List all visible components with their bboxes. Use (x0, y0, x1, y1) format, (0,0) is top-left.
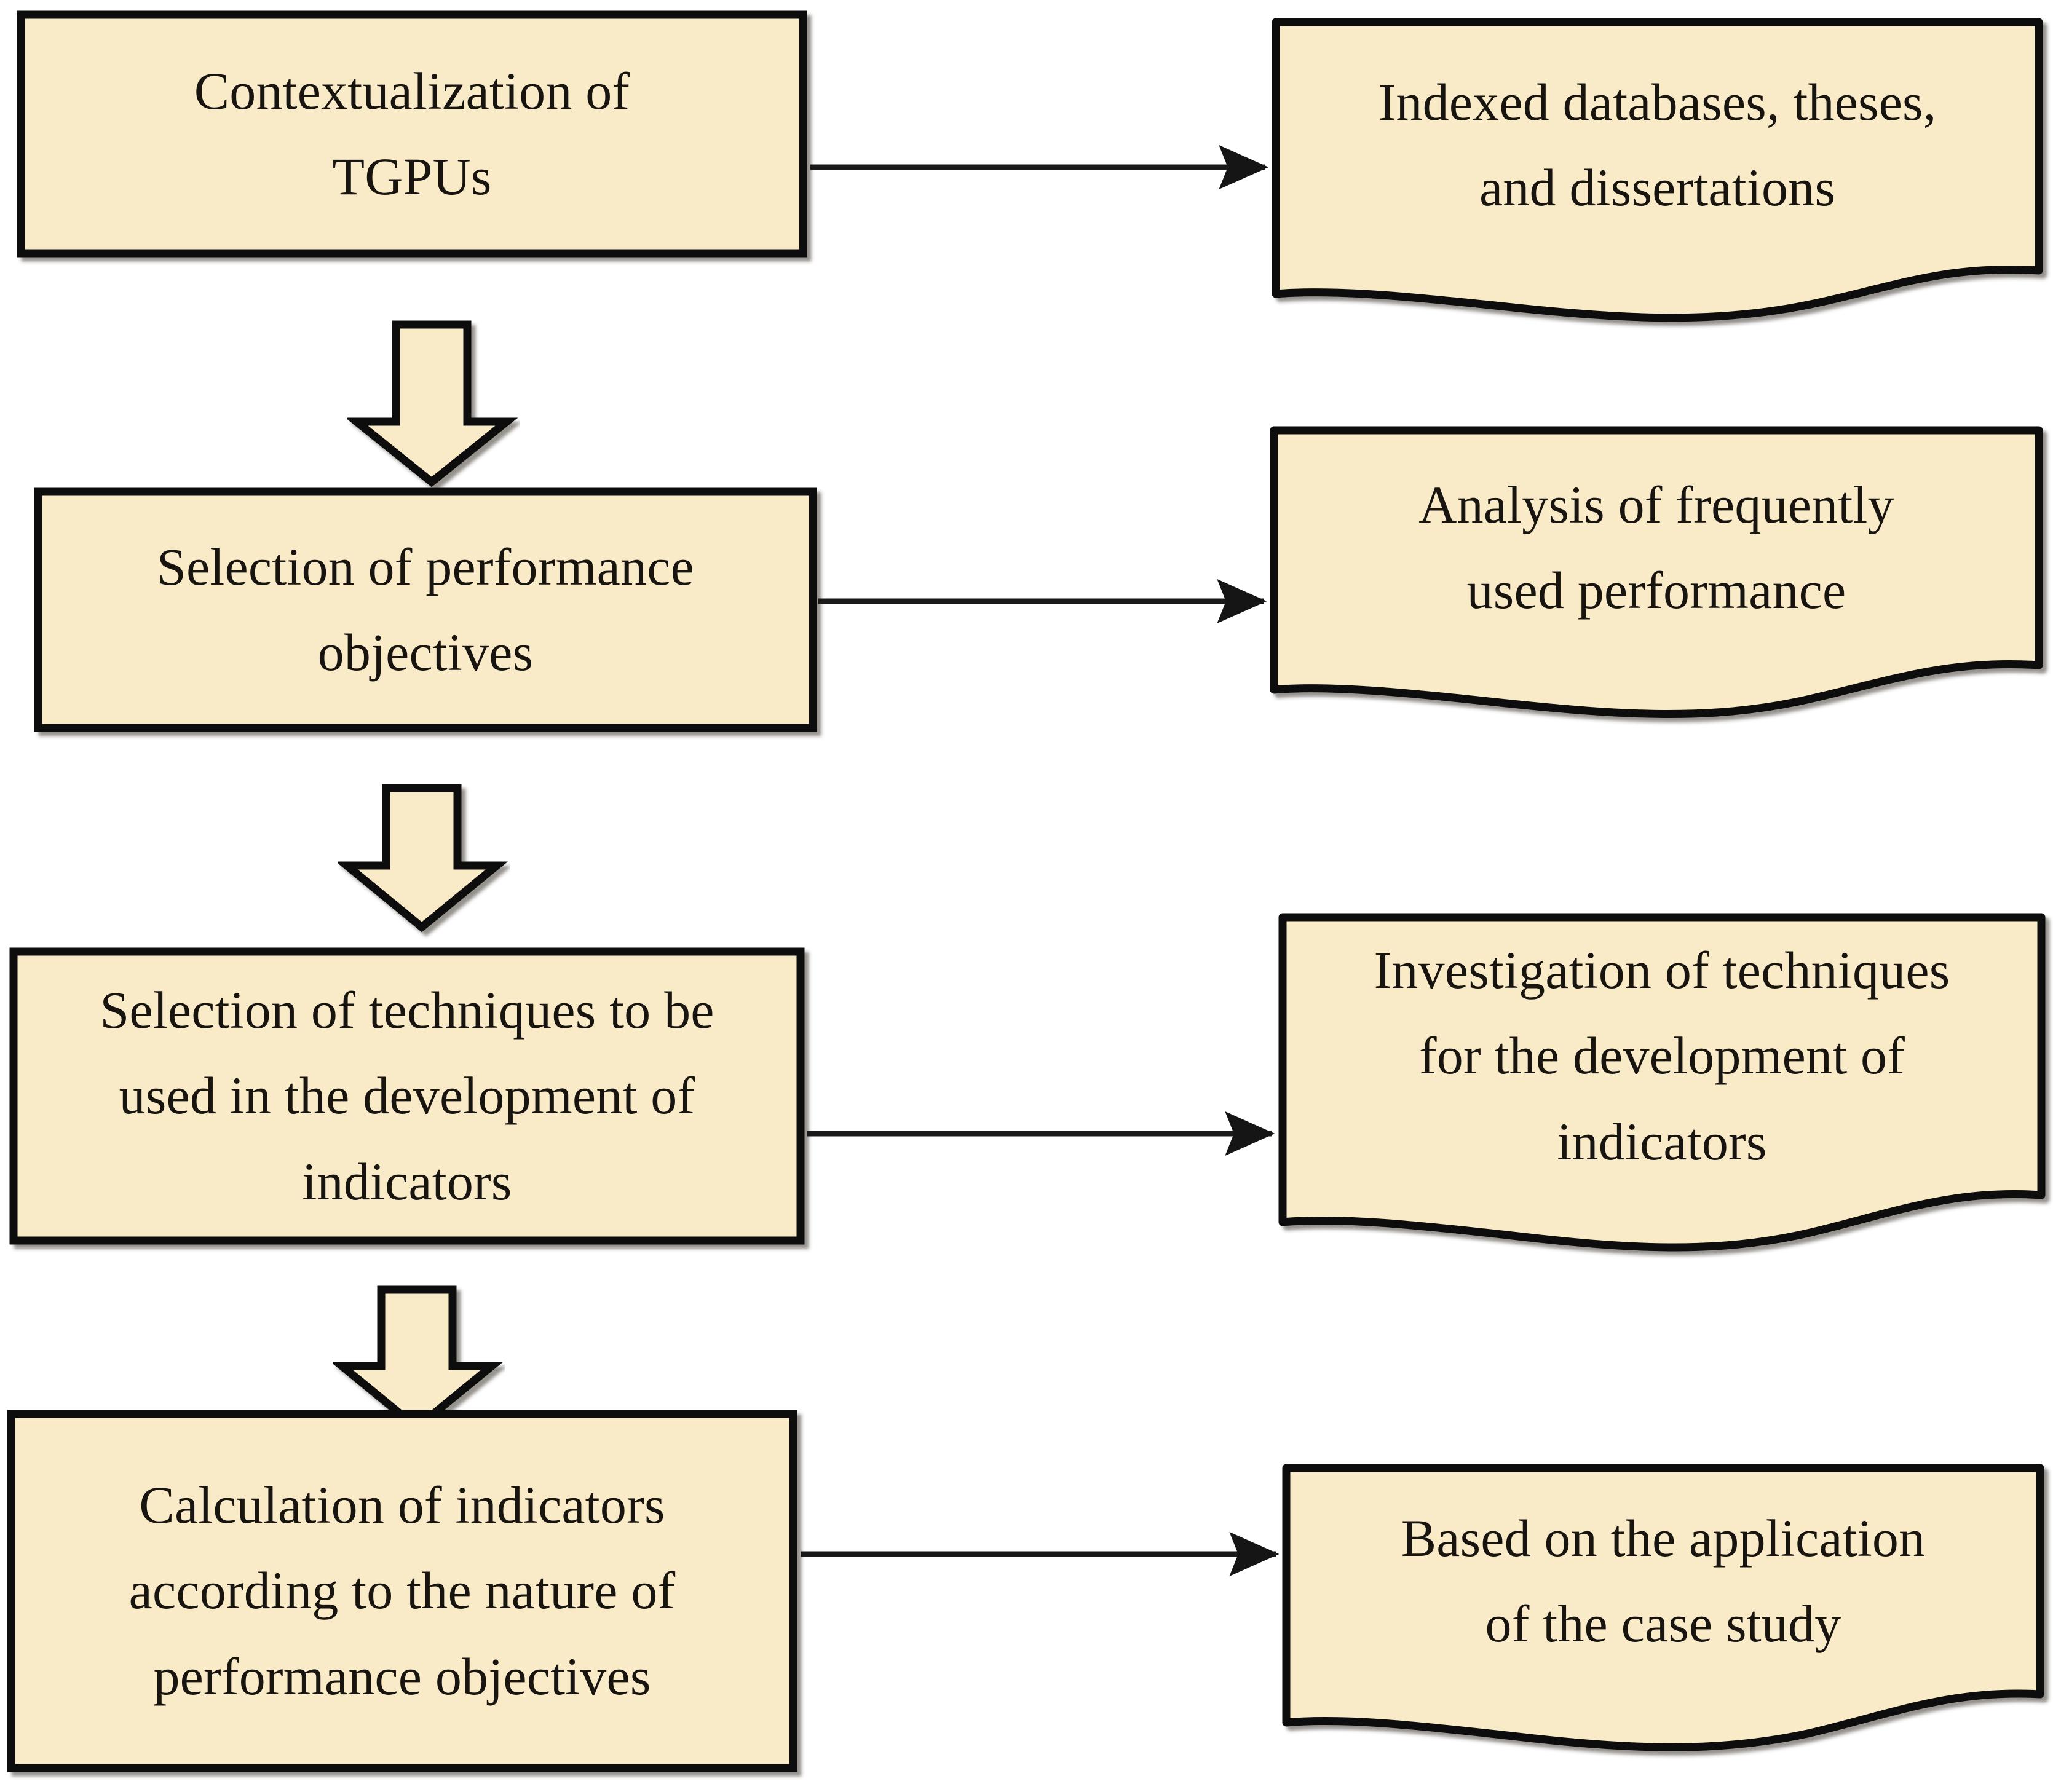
arrow-step3-step4 (330, 1285, 504, 1433)
source-3-document[interactable] (1278, 913, 2046, 1252)
step-1-box[interactable] (17, 10, 807, 258)
source-2-document[interactable] (1270, 426, 2043, 719)
arrow-step1-step2 (345, 320, 518, 487)
step-3-box[interactable] (9, 947, 805, 1245)
source-1-document[interactable] (1272, 18, 2043, 322)
step-2-box[interactable] (34, 487, 817, 732)
arrow-step2-step3 (335, 784, 508, 933)
source-4-document[interactable] (1282, 1464, 2044, 1751)
step-4-box[interactable] (7, 1410, 797, 1772)
